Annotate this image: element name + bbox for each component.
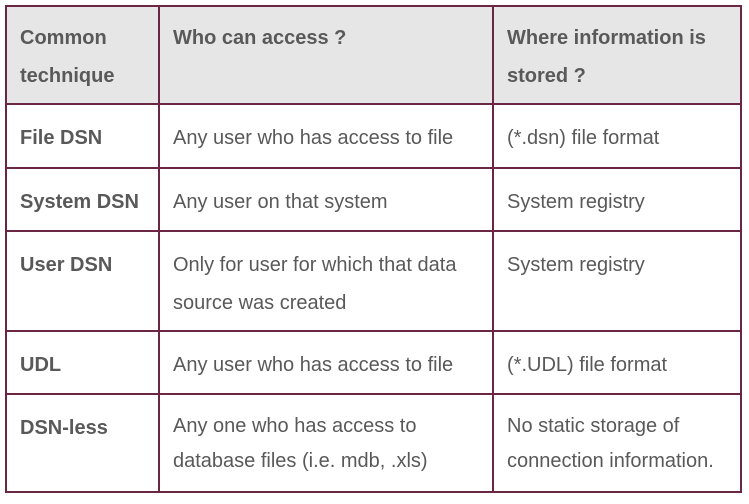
table-row: UDL Any user who has access to file (*.U… (5, 330, 742, 395)
access-cell: Any user who has access to file (158, 330, 494, 395)
header-common-technique: Common technique (5, 4, 160, 106)
storage-cell: (*.dsn) file format (492, 103, 742, 169)
storage-cell: System registry (492, 166, 742, 232)
access-cell: Only for user for which that data source… (158, 229, 494, 333)
header-where-stored: Where information is stored ? (492, 4, 742, 106)
technique-cell: System DSN (5, 166, 160, 232)
header-who-can-access: Who can access ? (158, 4, 494, 106)
storage-cell: System registry (492, 229, 742, 333)
storage-cell: (*.UDL) file format (492, 330, 742, 395)
table-row: System DSN Any user on that system Syste… (5, 166, 742, 232)
table-row: DSN-less Any one who has access to datab… (5, 392, 742, 494)
access-cell: Any one who has access to database files… (158, 392, 494, 494)
storage-cell: No static storage of connection informat… (492, 392, 742, 494)
access-cell: Any user who has access to file (158, 103, 494, 169)
table-row: User DSN Only for user for which that da… (5, 229, 742, 333)
technique-cell: UDL (5, 330, 160, 395)
technique-cell: User DSN (5, 229, 160, 333)
dsn-comparison-table: Common technique Who can access ? Where … (5, 4, 742, 494)
access-cell: Any user on that system (158, 166, 494, 232)
table-header-row: Common technique Who can access ? Where … (5, 4, 742, 106)
technique-cell: File DSN (5, 103, 160, 169)
technique-cell: DSN-less (5, 392, 160, 494)
table-row: File DSN Any user who has access to file… (5, 103, 742, 169)
